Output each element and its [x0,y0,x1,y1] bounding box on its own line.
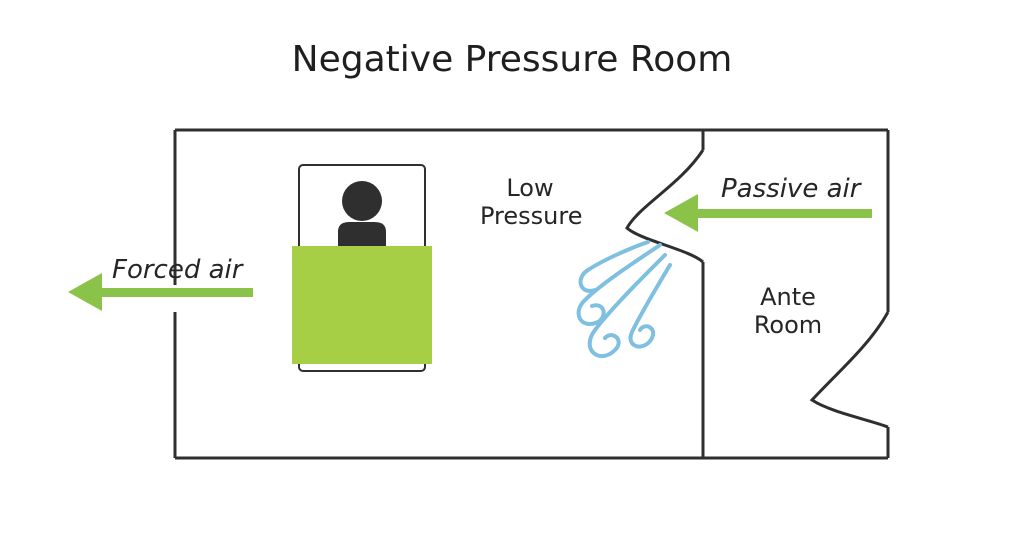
room-walls [173,128,890,460]
air-swirl-icon [576,240,672,358]
forced-air-arrow [68,273,253,311]
forced-air-label: Forced air [112,255,243,285]
low-pressure-line2: Pressure [480,202,583,230]
ante-room-line2: Room [753,311,823,339]
blanket [292,246,432,364]
ante-room-label: Ante Room [740,283,836,339]
person-icon [338,181,386,248]
low-pressure-line1: Low [506,174,554,202]
inner-door-swing [625,149,705,264]
bed [292,164,432,372]
ante-room-line1: Ante [760,283,816,311]
diagram-title: Negative Pressure Room [291,39,733,80]
passive-air-arrow [664,194,872,232]
low-pressure-label: Low Pressure [480,174,583,230]
outer-door-swing [809,311,890,429]
passive-air-label: Passive air [721,174,861,204]
